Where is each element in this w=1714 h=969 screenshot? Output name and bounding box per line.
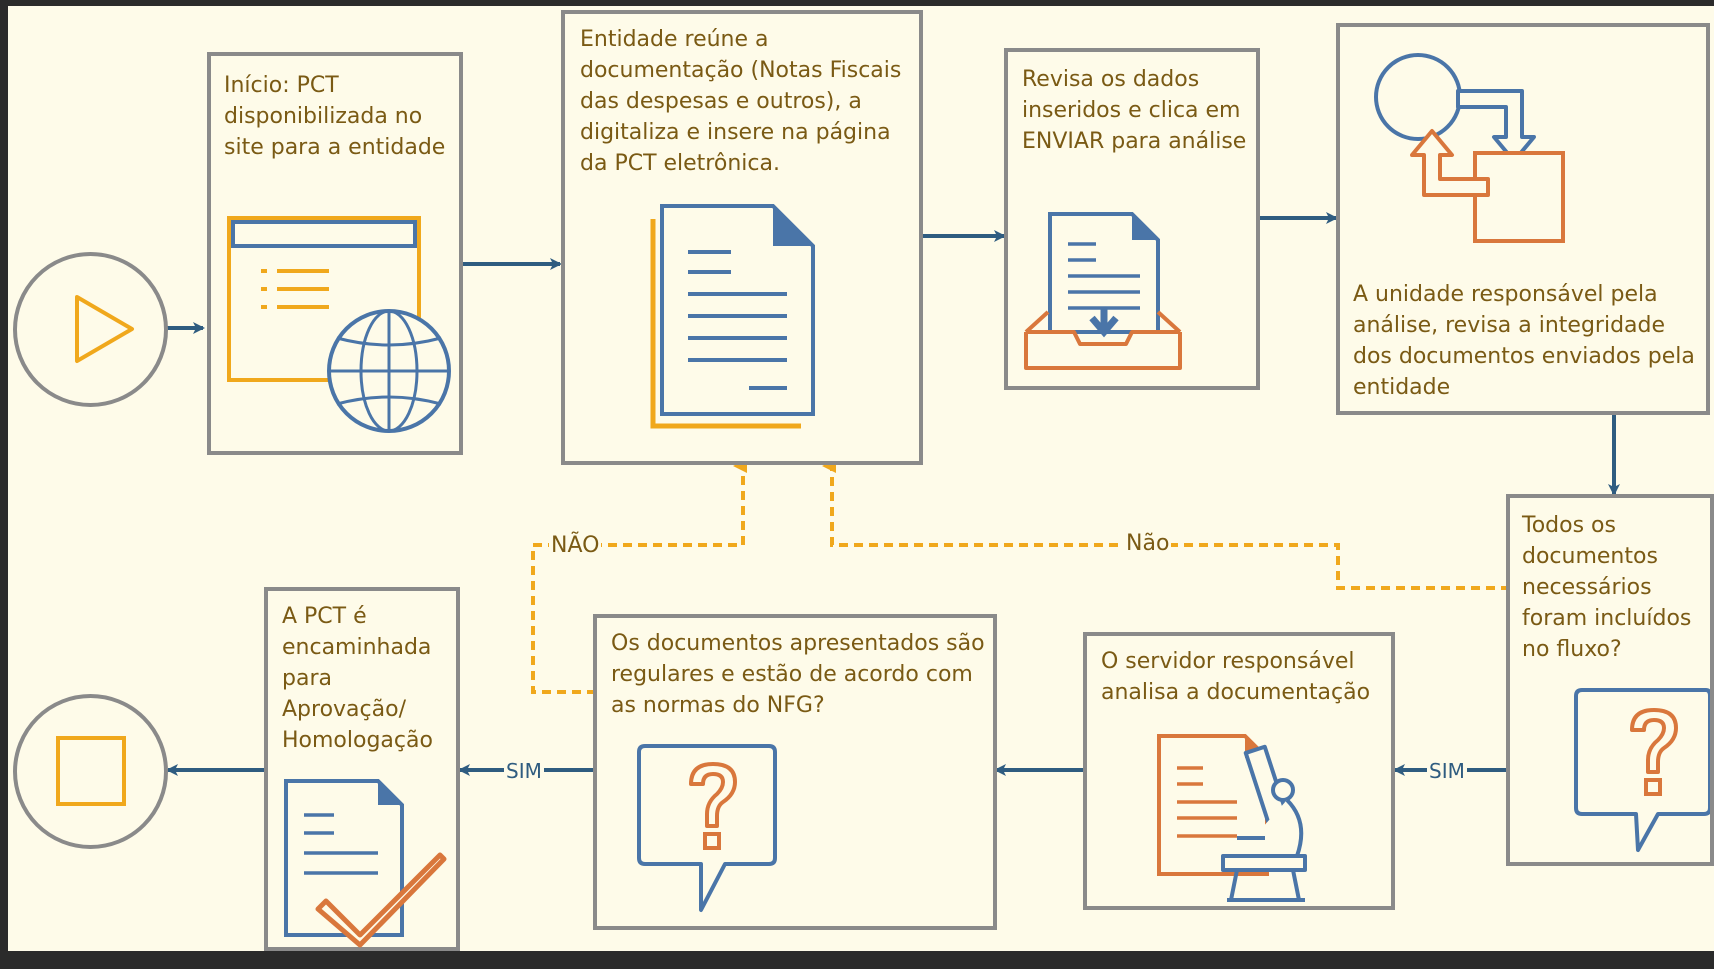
- step-text: A unidade responsável pela análise, revi…: [1353, 282, 1695, 400]
- step-text: Início: PCT disponibilizada no site para…: [224, 73, 446, 160]
- document-check-icon: [284, 779, 447, 948]
- decision-text: Os documentos apresentados são regulares…: [611, 631, 985, 718]
- step-unidade: A unidade responsável pela análise, revi…: [1336, 23, 1710, 415]
- inbox-document-icon: [1024, 212, 1182, 370]
- step-encaminhada: A PCT é encaminhada para Aprovação/ Homo…: [264, 587, 460, 951]
- question-bubble-icon: [1574, 688, 1710, 852]
- edge-label-sim: SIM: [504, 759, 544, 783]
- decision-todos: Todos os documentos necessários foram in…: [1506, 494, 1714, 866]
- decision-text: Todos os documentos necessários foram in…: [1522, 513, 1692, 662]
- edge-label-sim: SIM: [1427, 759, 1467, 783]
- step-text: O servidor responsável analisa a documen…: [1101, 649, 1371, 705]
- edge-label-nao: Não: [1124, 531, 1172, 556]
- document-icon: [650, 204, 815, 429]
- play-icon: [75, 295, 134, 363]
- edge-regulares-entidade-nao: [531, 459, 747, 694]
- step-text: Revisa os dados inseridos e clica em ENV…: [1022, 67, 1247, 154]
- step-entidade: Entidade reúne a documentação (Notas Fis…: [561, 10, 923, 465]
- edge-todos-entidade-nao: [822, 459, 1510, 590]
- edge-label-nao: NÃO: [549, 533, 602, 558]
- step-inicio: Início: PCT disponibilizada no site para…: [207, 52, 463, 455]
- step-text: A PCT é encaminhada para Aprovação/ Homo…: [282, 604, 433, 753]
- decision-regulares: Os documentos apresentados são regulares…: [593, 614, 997, 930]
- step-revisa: Revisa os dados inseridos e clica em ENV…: [1004, 48, 1260, 390]
- question-bubble-icon: [637, 744, 777, 912]
- end-node: [13, 694, 168, 849]
- start-node: [13, 252, 168, 407]
- process-cycle-icon: [1374, 53, 1565, 243]
- stop-icon: [56, 736, 126, 806]
- step-text: Entidade reúne a documentação (Notas Fis…: [580, 27, 902, 176]
- document-microscope-icon: [1157, 734, 1307, 902]
- step-servidor: O servidor responsável analisa a documen…: [1083, 632, 1395, 910]
- web-page-icon: [227, 216, 451, 433]
